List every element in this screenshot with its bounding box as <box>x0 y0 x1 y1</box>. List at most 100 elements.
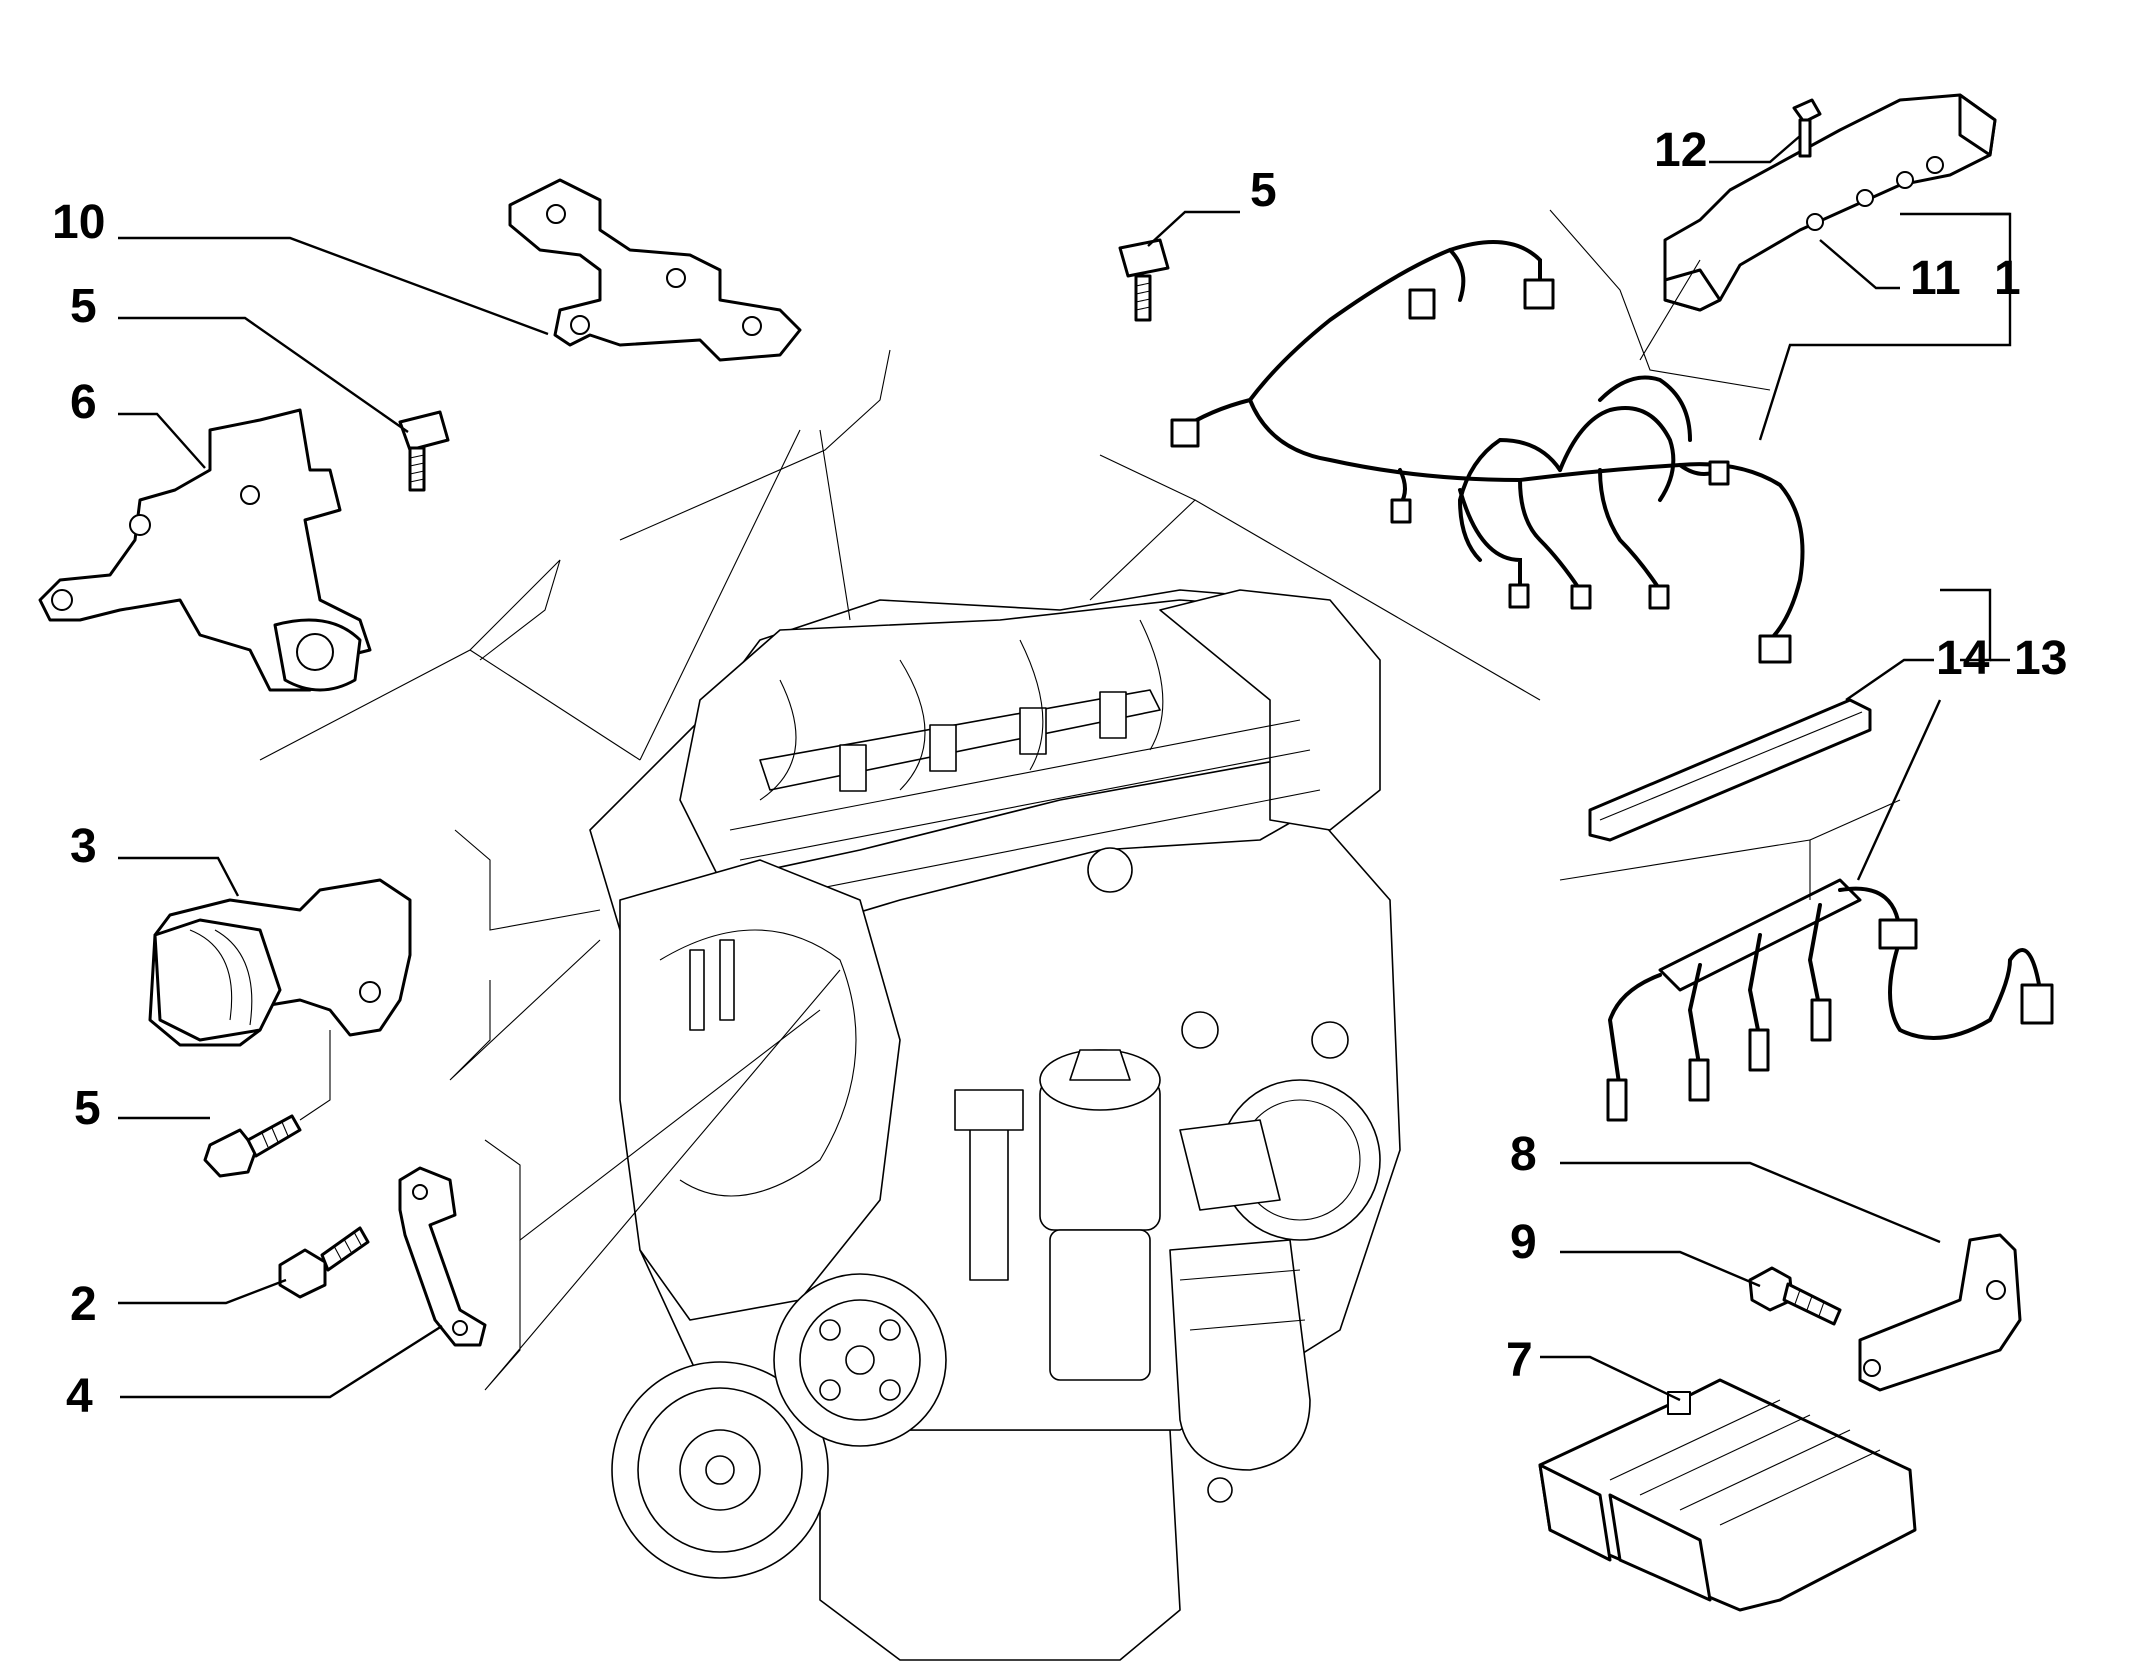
ref-11-b <box>1639 259 1701 361</box>
ref-4-a <box>484 1009 821 1242</box>
part-6-cable-bracket <box>38 408 372 692</box>
engine-assembly <box>589 589 1401 1661</box>
callout-labels: 1 2 3 4 5 5 5 6 7 8 9 10 11 12 13 14 <box>52 124 2067 1423</box>
callout-7: 7 <box>1506 1334 1533 1387</box>
harness13-lead-1 <box>1607 973 1662 1092</box>
part-3-sensor-bracket <box>148 878 412 1047</box>
oil-filter <box>1169 1239 1311 1471</box>
bracket6-hole-2 <box>129 514 151 536</box>
harness1-loop-1 <box>1457 437 1562 562</box>
bolt5c-head <box>203 1128 258 1178</box>
injector-2 <box>929 724 957 772</box>
callout-5-left: 5 <box>74 1082 101 1135</box>
harness13-lead-4 <box>1807 903 1822 1012</box>
holder-hole-1 <box>1806 213 1824 231</box>
bolt5b-head <box>1118 238 1170 278</box>
ref-13-b <box>1809 799 1901 841</box>
sensor-boss <box>1087 847 1133 893</box>
harness13-connector-b <box>2020 983 2054 1025</box>
bracket-8 <box>1858 1233 2022 1392</box>
callout-5-upper-left: 5 <box>70 280 97 333</box>
callout-6: 6 <box>70 376 97 429</box>
bolt5c-shank <box>246 1114 302 1158</box>
bolt5a-shank <box>408 446 426 492</box>
part-7-ecu <box>1538 1378 1917 1612</box>
callout-1: 1 <box>1994 252 2021 305</box>
ref-1-b <box>1194 499 1541 701</box>
bracket4-hole-1 <box>412 1184 428 1200</box>
egr-valve <box>1179 1119 1281 1211</box>
oil-filter-nut <box>1069 1049 1131 1081</box>
part-13-glow-plug-harness <box>1606 878 2054 1122</box>
bolt12-shank <box>1798 118 1812 158</box>
harness1-branch-4 <box>1598 468 1662 592</box>
part-10-bracket-plate <box>508 178 802 362</box>
callout-3: 3 <box>70 820 97 873</box>
small-bracket-4 <box>398 1166 487 1347</box>
bolt9-threads <box>1794 1289 1825 1317</box>
bolt2-head <box>278 1248 327 1299</box>
stud-1 <box>689 949 705 1031</box>
pulley-hole-1 <box>819 1319 841 1341</box>
harness1-connector-h <box>1708 460 1730 486</box>
harness1-connector-f <box>1570 584 1592 610</box>
callout-14: 14 <box>1936 632 1990 685</box>
ecu-ribs <box>1609 1399 1881 1526</box>
injector-3 <box>1019 707 1047 755</box>
water-pump <box>1049 1229 1151 1381</box>
leader-11 <box>1819 239 1900 290</box>
harness1-connector-g <box>1648 584 1670 610</box>
pulley-hole-4 <box>879 1379 901 1401</box>
ecu-connector-1 <box>1538 1463 1612 1562</box>
part-5-bolt-b <box>1118 238 1170 322</box>
leader-7 <box>1540 1355 1681 1402</box>
ref-3-a <box>454 829 601 931</box>
callout-5-top-center: 5 <box>1250 164 1277 217</box>
cable-bracket-6 <box>38 408 372 692</box>
cover-strip-14 <box>1588 698 1872 842</box>
timing-cover-detail <box>659 929 857 1197</box>
harness13-plug-4 <box>1810 998 1832 1042</box>
ref-11-a <box>1549 209 1771 391</box>
harness13-plug-1 <box>1606 1078 1628 1122</box>
harness13-plug-3 <box>1748 1028 1770 1072</box>
ecu-connector-2 <box>1608 1493 1712 1602</box>
injector-1 <box>839 744 867 792</box>
bolt-boss-2 <box>1311 1021 1349 1059</box>
bracket6-hole-3 <box>240 485 260 505</box>
harness13-connector-a <box>1878 918 1918 950</box>
part-5-bolt-c <box>203 1114 302 1178</box>
injector-holder-11-endcap <box>1958 93 1997 157</box>
oil-sump <box>819 1429 1181 1661</box>
harness1-loop-2 <box>1558 406 1676 502</box>
bracket6-clip-hole <box>296 633 334 671</box>
leader-13-a <box>1940 588 1992 662</box>
leader-4 <box>120 1324 443 1399</box>
holder-hole-3 <box>1896 171 1914 189</box>
bolt5a-head <box>398 410 450 452</box>
leader-lines <box>118 135 2012 1402</box>
pulley-hole-2 <box>879 1319 901 1341</box>
bolt5b-shank <box>1134 274 1152 322</box>
ref-6-c <box>469 649 641 761</box>
harness1-connector-a <box>1170 418 1200 448</box>
bracket6-hole-1 <box>51 589 73 611</box>
leader-6 <box>118 412 206 469</box>
callout-10: 10 <box>52 196 105 249</box>
part-2-bolt <box>278 1226 370 1299</box>
bracket8-hole-1 <box>1863 1359 1881 1377</box>
bracket4-hole-2 <box>452 1320 468 1336</box>
leader-10 <box>118 236 549 336</box>
crank-pulley-bolt <box>705 1455 735 1485</box>
leader-9 <box>1560 1250 1761 1288</box>
bolt5b-threads <box>1135 282 1151 311</box>
cover-strip-14-edge <box>1599 711 1863 821</box>
leader-12 <box>1709 135 1801 164</box>
part-4-small-bracket <box>398 1166 487 1347</box>
bolt5a-threads <box>409 454 425 483</box>
holder-hole-4 <box>1926 156 1944 174</box>
harness13-lead-3 <box>1747 933 1762 1042</box>
bracket-plate-10 <box>508 178 802 362</box>
harness1-main-upper <box>1178 240 1542 432</box>
